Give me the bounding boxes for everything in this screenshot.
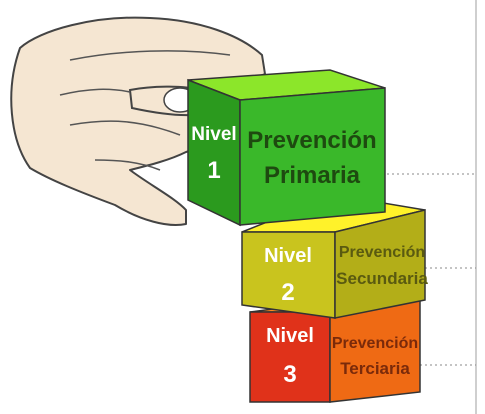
cube-3-title-line2: Terciaria [340, 359, 410, 378]
cube-level-1: Nivel 1 Prevención Primaria [187, 69, 386, 227]
cube-1-title-line2: Primaria [264, 162, 361, 189]
cube-1-nivel-number: 1 [207, 157, 220, 184]
cube-2-title-line1: Prevención [339, 244, 425, 261]
cube-level-3: Nivel 3 Prevención Terciaria [249, 299, 421, 403]
cube-2-nivel-label: Nivel [264, 245, 312, 267]
cube-1-side-face [187, 78, 241, 227]
cube-1-nivel-label: Nivel [191, 124, 236, 145]
cube-3-title-line1: Prevención [332, 335, 418, 352]
hand-icon [10, 16, 266, 226]
cube-2-nivel-number: 2 [281, 279, 294, 306]
cube-1-front-face [239, 87, 386, 226]
cube-3-nivel-number: 3 [283, 361, 296, 388]
cube-3-nivel-label: Nivel [266, 325, 314, 347]
cube-2-title-line2: Secundaria [336, 269, 428, 288]
cube-1-title-line1: Prevención [247, 127, 376, 154]
cube-2-side-face [334, 209, 426, 319]
